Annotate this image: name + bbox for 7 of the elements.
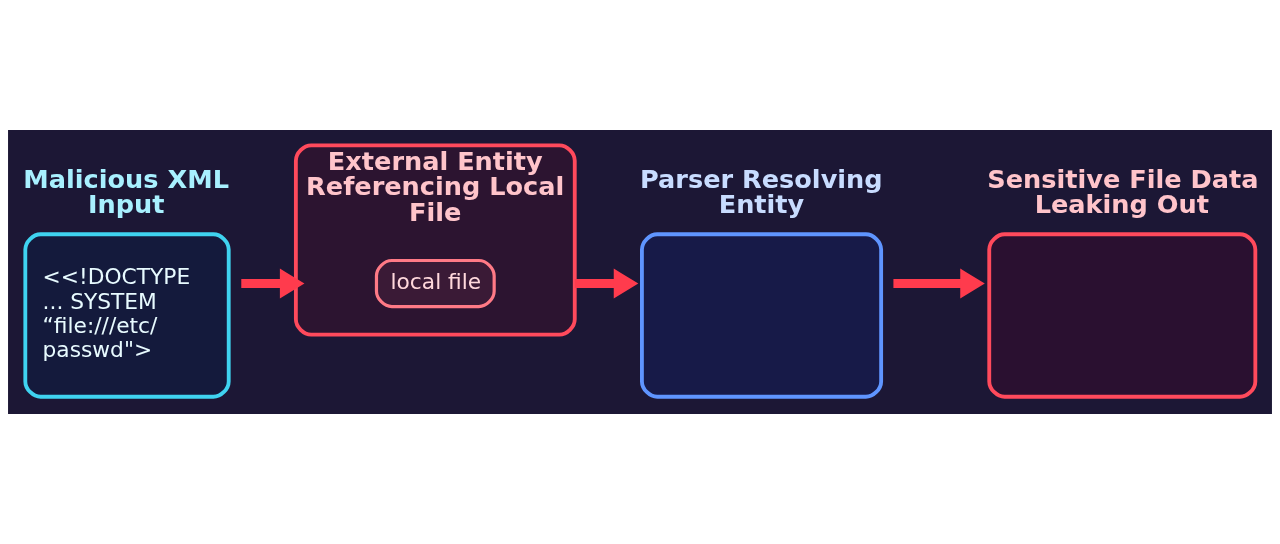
node-box: local file (374, 258, 496, 309)
node-label: Sensitive File Data Leaking Out (987, 163, 1259, 220)
node-label: Parser Resolving Entity (640, 163, 883, 220)
arrow (893, 268, 985, 299)
node-label: Malicious XML Input (23, 163, 229, 220)
arrow (241, 268, 305, 299)
arrow (574, 268, 639, 299)
